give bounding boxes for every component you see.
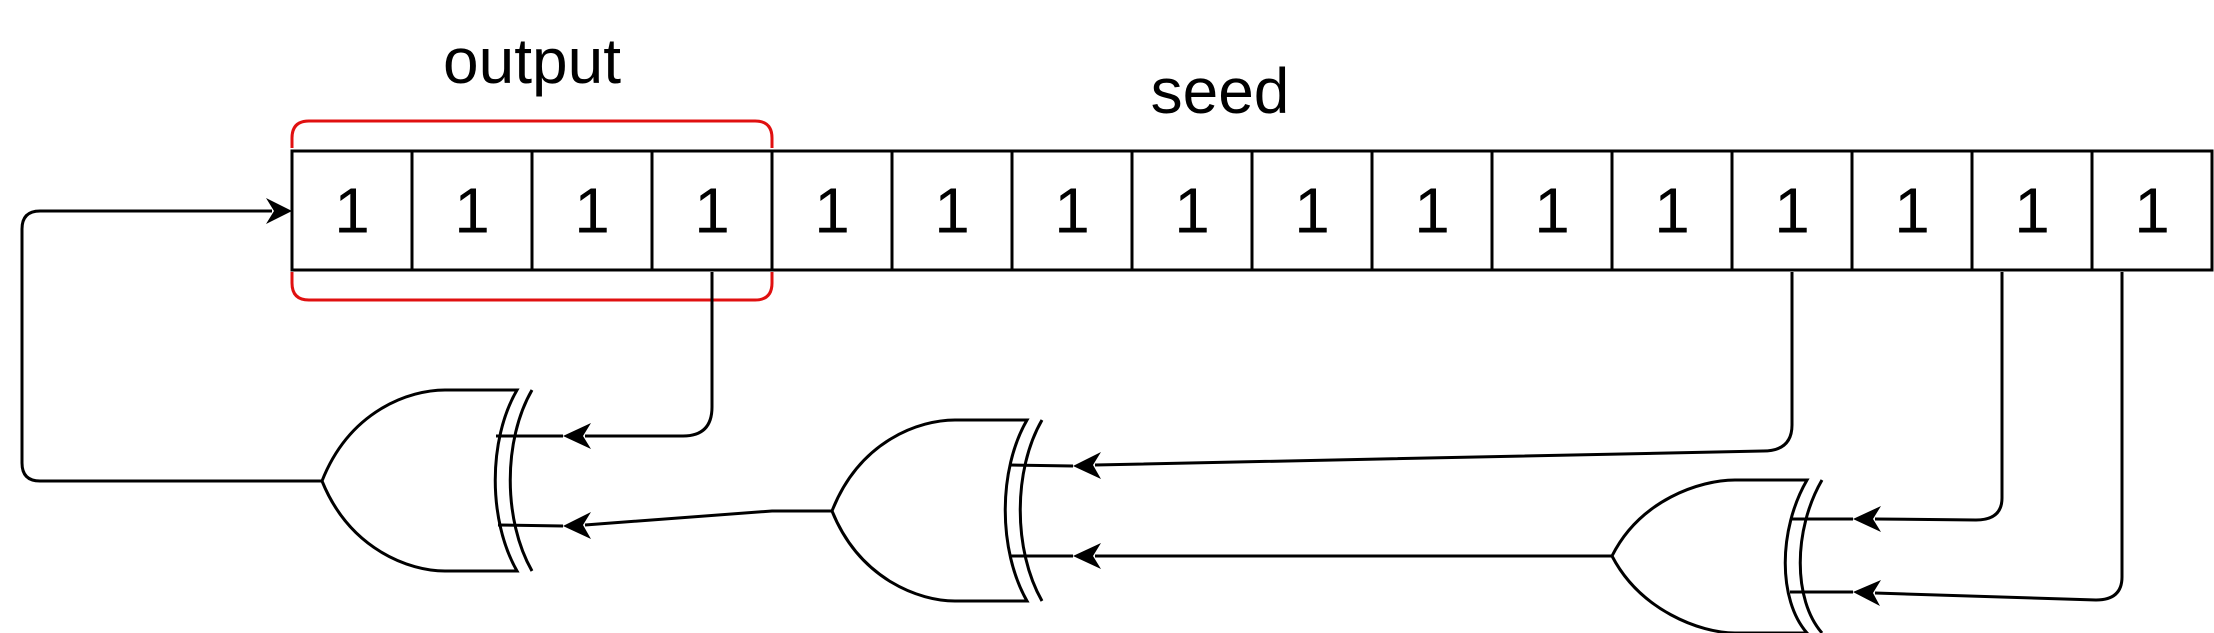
register-cell-2: 1 (410, 149, 534, 272)
register-cell-14: 1 (1850, 149, 1974, 272)
register-cell-16: 1 (2090, 149, 2214, 272)
register-bit-value: 1 (334, 175, 370, 247)
register-cell-box (1130, 149, 1254, 272)
register-cell-12: 1 (1610, 149, 1734, 272)
register-bit-value: 1 (934, 175, 970, 247)
tap-bit-15 (1853, 272, 2004, 532)
register-bit-value: 1 (2014, 175, 2050, 247)
register-cell-box (1970, 149, 2094, 272)
xor-gate-3 (1610, 478, 1853, 633)
register-bit-value: 1 (694, 175, 730, 247)
shift-register: 1 1 1 1 1 1 1 1 1 1 1 1 1 1 1 1 (290, 149, 2214, 272)
register-cell-7: 1 (1010, 149, 1134, 272)
register-cell-5: 1 (770, 149, 894, 272)
register-cell-4: 1 (650, 149, 774, 272)
register-cell-6: 1 (890, 149, 1014, 272)
register-cell-13: 1 (1730, 149, 1854, 272)
register-cell-box (1010, 149, 1134, 272)
output-bracket (290, 119, 774, 302)
register-bit-value: 1 (1414, 175, 1450, 247)
xor3-to-xor2-wire (1073, 543, 1612, 569)
register-cell-box (650, 149, 774, 272)
register-bit-value: 1 (814, 175, 850, 247)
feedback-arrowhead (266, 198, 292, 224)
xor-gate-1 (320, 388, 564, 573)
xor2-to-xor1-wire (563, 509, 832, 539)
tap-bit-16 (1853, 272, 2124, 606)
tap-bit-4 (563, 272, 714, 449)
register-cell-3: 1 (530, 149, 654, 272)
register-bit-value: 1 (1054, 175, 1090, 247)
register-cell-8: 1 (1130, 149, 1254, 272)
register-bit-value: 1 (2134, 175, 2170, 247)
register-cell-15: 1 (1970, 149, 2094, 272)
register-bit-value: 1 (1654, 175, 1690, 247)
register-cell-box (1850, 149, 1974, 272)
register-cell-9: 1 (1250, 149, 1374, 272)
feedback-wire (20, 198, 322, 483)
register-cell-box (890, 149, 1014, 272)
register-cell-box (1370, 149, 1494, 272)
register-bit-value: 1 (454, 175, 490, 247)
register-bit-value: 1 (1174, 175, 1210, 247)
seed-label: seed (1151, 55, 1290, 127)
register-bit-value: 1 (1774, 175, 1810, 247)
register-cell-box (410, 149, 534, 272)
register-cell-box (2090, 149, 2214, 272)
register-bit-value: 1 (1294, 175, 1330, 247)
register-cell-box (1490, 149, 1614, 272)
register-cell-box (1610, 149, 1734, 272)
register-cell-1: 1 (290, 149, 414, 272)
xor-gate-2 (830, 418, 1074, 603)
register-cell-11: 1 (1490, 149, 1614, 272)
tap-bit-13 (1073, 272, 1794, 479)
register-cell-box (530, 149, 654, 272)
register-cell-10: 1 (1370, 149, 1494, 272)
register-cell-box (1250, 149, 1374, 272)
output-label: output (443, 25, 621, 97)
register-bit-value: 1 (1534, 175, 1570, 247)
register-bit-value: 1 (1894, 175, 1930, 247)
register-bit-value: 1 (574, 175, 610, 247)
